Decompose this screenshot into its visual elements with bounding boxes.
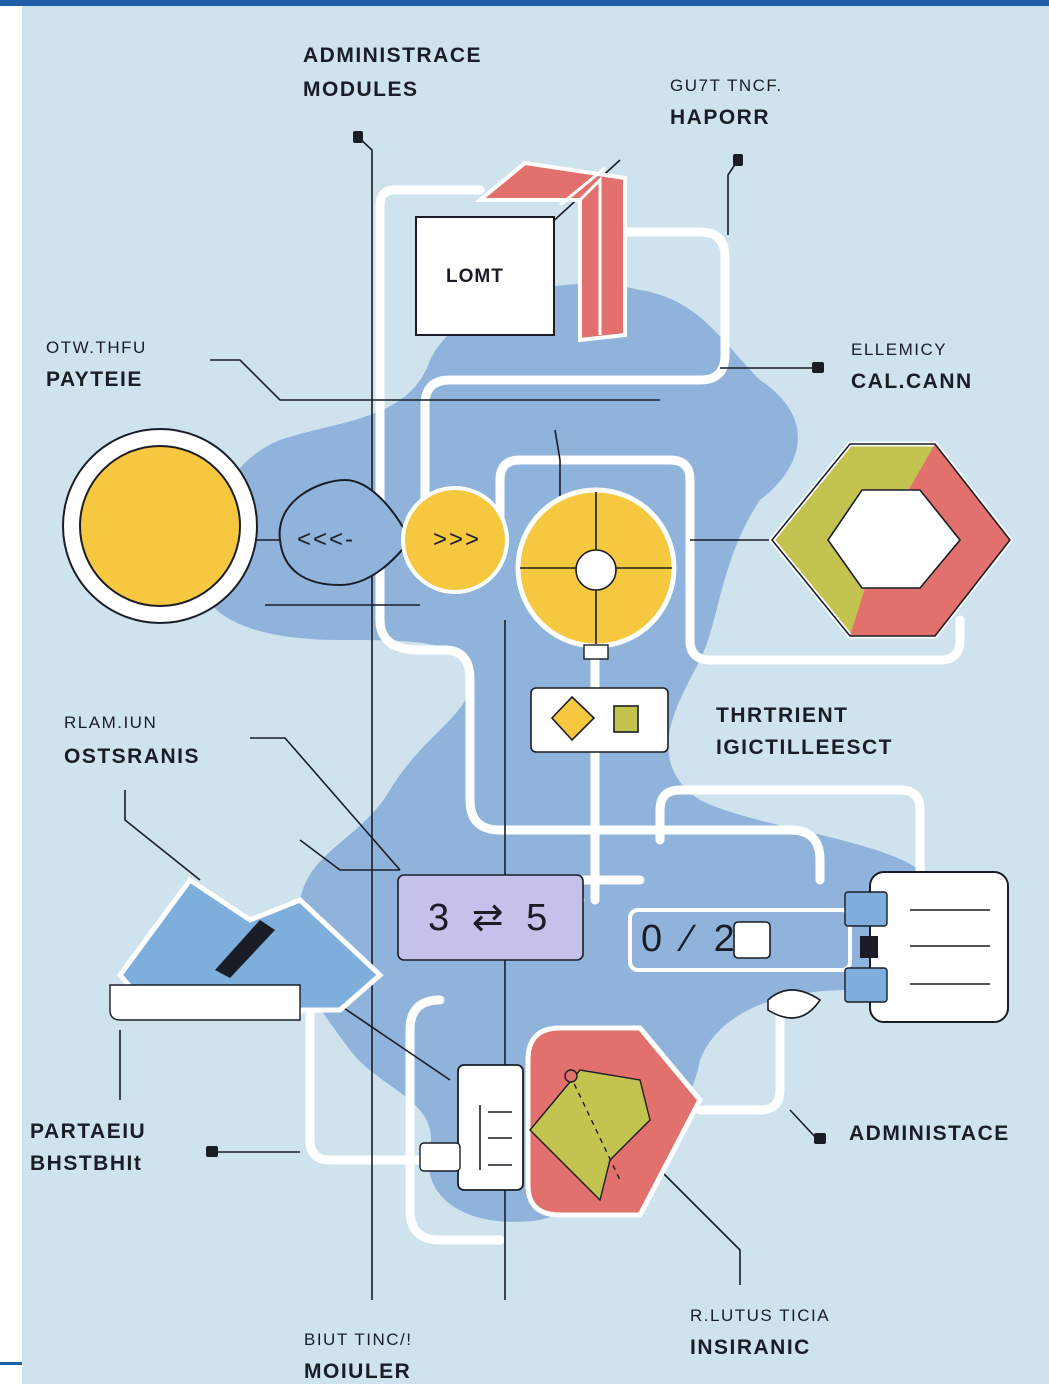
lavender-symbol-text: 3 ⇄ 5 bbox=[428, 897, 554, 939]
label-calcann-big: CAL.CANN bbox=[851, 370, 973, 393]
label-partaeiu: PARTAEIU BHSTBHIt bbox=[30, 1120, 146, 1176]
red-book-shape bbox=[474, 160, 627, 343]
hexagon-shape bbox=[768, 441, 1014, 639]
label-paytele-small: OTW.THFU bbox=[46, 338, 147, 357]
label-moiuler: BIUT TINC/! MOIULER bbox=[304, 1330, 412, 1384]
label-calcann: ELLEMICY CAL.CANN bbox=[851, 340, 973, 394]
left-accent-bar bbox=[0, 1362, 22, 1365]
counter-text: 0 ⁄ 2 bbox=[641, 918, 741, 960]
connector-plug bbox=[419, 1064, 524, 1191]
label-administrace-modules-line1: ADMINISTRACE bbox=[303, 44, 482, 67]
label-partaeiu-line1: PARTAEIU bbox=[30, 1120, 147, 1143]
label-calcann-small: ELLEMICY bbox=[851, 340, 948, 359]
label-thrtrient: THRTRIENT IGICTILLEESCT bbox=[716, 704, 893, 760]
label-ostsranis: RLAM.IUN OSTSRANIS bbox=[64, 713, 200, 769]
label-paytele-big: PAYTEIE bbox=[46, 368, 143, 391]
label-moiuler-small: BIUT TINC/! bbox=[304, 1330, 413, 1349]
yellow-arrow-circle bbox=[401, 486, 509, 594]
yellow-target bbox=[515, 487, 677, 660]
label-ostsranis-big: OSTSRANIS bbox=[64, 745, 201, 768]
terminal-markers bbox=[206, 131, 826, 1157]
label-hapor-big: HAPORR bbox=[670, 106, 771, 129]
label-insiranic-small: R.LUTUS TICIA bbox=[690, 1306, 831, 1325]
left-arrows-text: <<<- bbox=[297, 526, 356, 553]
label-partaeiu-line2: BHSTBHIt bbox=[30, 1152, 143, 1175]
triangle-shape bbox=[109, 876, 384, 1021]
top-accent-bar bbox=[0, 0, 1049, 6]
lavender-panel bbox=[397, 874, 584, 961]
label-administace: ADMINISTACE bbox=[849, 1122, 1010, 1146]
label-ostsranis-small: RLAM.IUN bbox=[64, 713, 158, 732]
label-thrtrient-line1: THRTRIENT bbox=[716, 704, 849, 727]
label-administrace-modules-line2: MODULES bbox=[303, 78, 419, 101]
lomt-box bbox=[415, 216, 555, 336]
label-administrace-modules: ADMINISTRACE MODULES bbox=[303, 44, 482, 102]
label-insiranic-big: INSIRANIC bbox=[690, 1336, 811, 1359]
label-administace-big: ADMINISTACE bbox=[849, 1122, 1010, 1145]
label-hapor-small: GU7T TNCF. bbox=[670, 76, 783, 95]
label-hapor: GU7T TNCF. HAPORR bbox=[670, 76, 783, 130]
label-thrtrient-line2: IGICTILLEESCT bbox=[716, 736, 893, 759]
lomt-label: LOMT bbox=[446, 266, 504, 287]
label-insiranic: R.LUTUS TICIA INSIRANIC bbox=[690, 1306, 830, 1360]
diamond-panel bbox=[530, 687, 669, 753]
pentagon-shape bbox=[525, 1025, 703, 1218]
label-moiuler-big: MOIULER bbox=[304, 1360, 412, 1383]
label-paytele: OTW.THFU PAYTEIE bbox=[46, 338, 147, 392]
counter-display bbox=[628, 908, 852, 972]
big-yellow-circle-fill bbox=[79, 445, 241, 607]
document-panel bbox=[767, 871, 1009, 1023]
right-arrows-text: >>> bbox=[433, 526, 482, 553]
diamond-icon bbox=[550, 695, 596, 742]
square-icon bbox=[613, 705, 639, 733]
pin-icon bbox=[767, 989, 822, 1019]
